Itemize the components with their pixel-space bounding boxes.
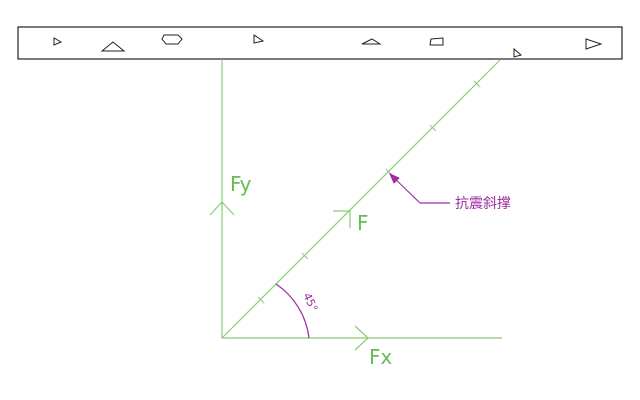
aggregate-mark bbox=[253, 34, 265, 44]
fx-label: Fx bbox=[369, 345, 393, 369]
brace-callout-label: 抗震斜撑 bbox=[455, 196, 511, 212]
brace-tick bbox=[301, 252, 309, 260]
aggregate-mark bbox=[361, 38, 382, 45]
angle-arc bbox=[275, 283, 310, 339]
brace-tick bbox=[473, 80, 481, 88]
f-label: F bbox=[357, 211, 369, 235]
brace-ticks bbox=[257, 80, 481, 304]
callout-arrowhead bbox=[389, 173, 400, 184]
aggregate-mark bbox=[429, 37, 444, 46]
aggregate-mark bbox=[100, 41, 126, 52]
aggregate-mark bbox=[513, 47, 523, 58]
aggregate-mark bbox=[53, 37, 63, 46]
brace-tick bbox=[429, 124, 437, 132]
angle-label: 45° bbox=[300, 291, 320, 314]
brace-tick bbox=[257, 296, 265, 304]
seismic-brace-line bbox=[221, 59, 501, 339]
aggregate-mark bbox=[161, 34, 183, 45]
f-arrowhead bbox=[333, 210, 351, 228]
fx-arrowhead bbox=[354, 325, 369, 351]
aggregate-mark bbox=[585, 38, 603, 50]
ceiling-slab bbox=[17, 26, 623, 60]
fy-arrowhead bbox=[209, 201, 235, 216]
slab-outline bbox=[17, 26, 623, 60]
fy-label: Fy bbox=[230, 172, 252, 196]
